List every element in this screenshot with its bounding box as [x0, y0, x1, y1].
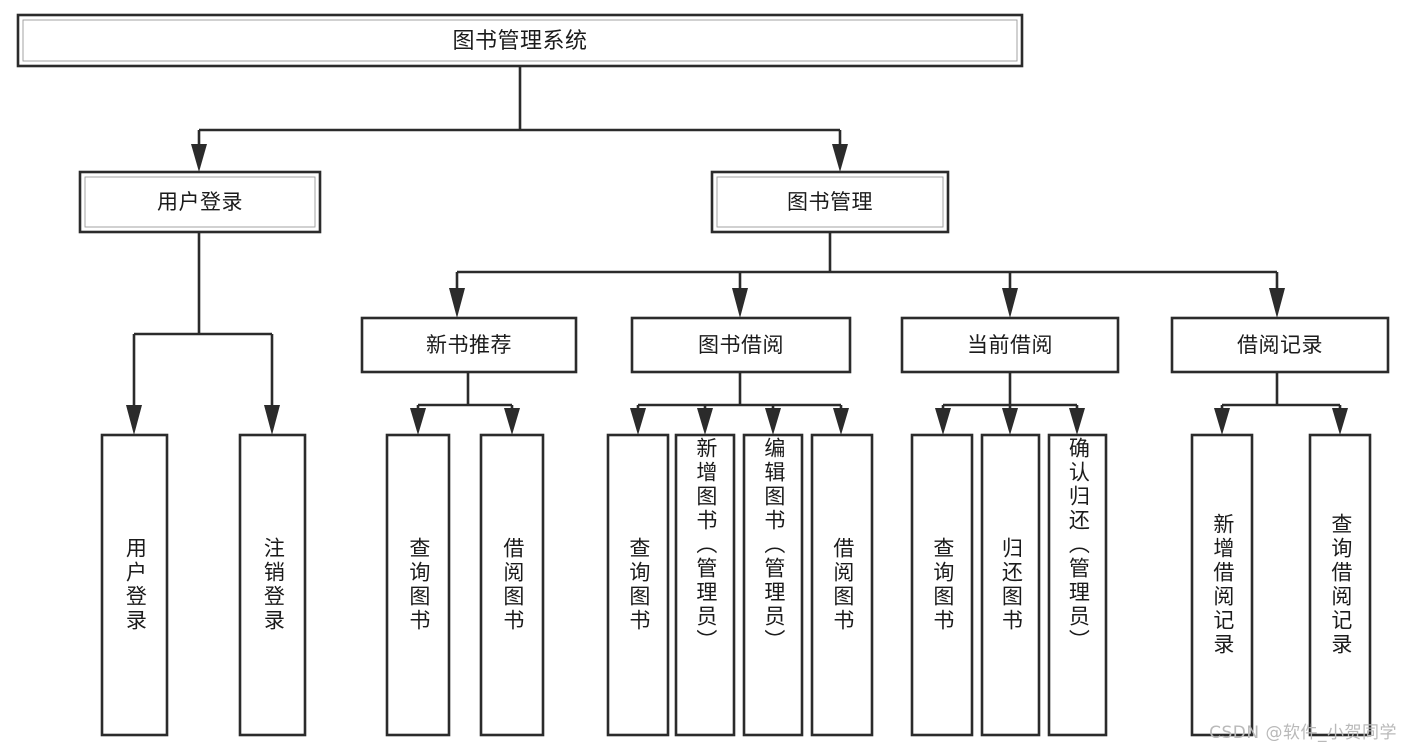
leaf-box-borrow-book-1[interactable] — [479, 433, 545, 737]
leaf-box-query-book-3[interactable] — [910, 433, 974, 737]
csdn-watermark: CSDN @软件_小贺同学 — [1209, 723, 1397, 743]
connector-group — [126, 66, 1348, 435]
node-root-box[interactable] — [16, 13, 1024, 68]
arrowhead-leaf-edit-book — [765, 408, 781, 435]
arrowhead-borrowrecord — [1269, 288, 1285, 318]
leaf-box-edit-book[interactable] — [742, 433, 804, 737]
arrowhead-leaf-query-book-3 — [935, 408, 951, 435]
arrowhead-leaf-borrow-book-1 — [504, 408, 520, 435]
node-book-management[interactable]: 图书管理 — [710, 170, 950, 234]
node-root-box-inner — [22, 19, 1018, 62]
arrowhead-leaf-query-book-1 — [410, 408, 426, 435]
node-current-borrow[interactable]: 当前借阅 — [900, 316, 1120, 374]
arrowhead-leaf-query-record — [1332, 408, 1348, 435]
node-user-login-box-inner — [84, 176, 316, 228]
node-new-book-recommend[interactable]: 新书推荐 — [360, 316, 578, 374]
leaf-box-add-book[interactable] — [674, 433, 736, 737]
arrowhead-leaf-user-login — [126, 405, 142, 435]
node-book-borrow-label: 图书借阅 — [698, 333, 784, 357]
node-borrow-record[interactable]: 借阅记录 — [1170, 316, 1390, 374]
arrowhead-leaf-query-book-2 — [630, 408, 646, 435]
node-book-borrow[interactable]: 图书借阅 — [630, 316, 852, 374]
leaf-box-user-login[interactable] — [100, 433, 169, 737]
node-book-management-label: 图书管理 — [787, 190, 873, 214]
arrowhead-leaf-logout — [264, 405, 280, 435]
node-book-management-box-inner — [716, 176, 944, 228]
node-user-login[interactable]: 用户登录 — [78, 170, 322, 234]
arrowhead-leaf-add-record — [1214, 408, 1230, 435]
leaf-box-query-book-2[interactable] — [606, 433, 670, 737]
leaf-box-return-book[interactable] — [980, 433, 1041, 737]
node-user-login-label: 用户登录 — [157, 190, 243, 214]
node-new-book-recommend-box[interactable] — [360, 316, 578, 374]
node-user-login-box[interactable] — [78, 170, 322, 234]
leaf-box-confirm-return[interactable] — [1047, 433, 1108, 737]
node-borrow-record-label: 借阅记录 — [1237, 333, 1323, 357]
arrowhead-userlogin — [191, 144, 207, 172]
node-book-management-box[interactable] — [710, 170, 950, 234]
arrowhead-leaf-add-book — [697, 408, 713, 435]
arrowhead-leaf-borrow-book-2 — [833, 408, 849, 435]
leaf-box-add-record[interactable] — [1190, 433, 1254, 737]
arrowhead-leaf-confirm-return — [1069, 408, 1085, 435]
leaf-box-query-book-1[interactable] — [385, 433, 451, 737]
arrowhead-leaf-return-book — [1002, 408, 1018, 435]
leaf-box-query-record[interactable] — [1308, 433, 1372, 737]
node-current-borrow-box[interactable] — [900, 316, 1120, 374]
node-borrow-record-box[interactable] — [1170, 316, 1390, 374]
leaf-box-logout[interactable] — [238, 433, 307, 737]
arrowhead-newbook — [449, 288, 465, 318]
node-new-book-recommend-label: 新书推荐 — [426, 333, 512, 357]
leaf-box-group — [100, 433, 1372, 737]
leaf-box-borrow-book-2[interactable] — [810, 433, 874, 737]
node-root-label: 图书管理系统 — [452, 29, 587, 54]
arrowhead-currentborrow — [1002, 288, 1018, 318]
node-root[interactable]: 图书管理系统 — [16, 13, 1024, 68]
node-current-borrow-label: 当前借阅 — [967, 333, 1053, 357]
arrowhead-bookmgmt — [832, 144, 848, 172]
arrowhead-borrowbook — [732, 288, 748, 318]
node-book-borrow-box[interactable] — [630, 316, 852, 374]
